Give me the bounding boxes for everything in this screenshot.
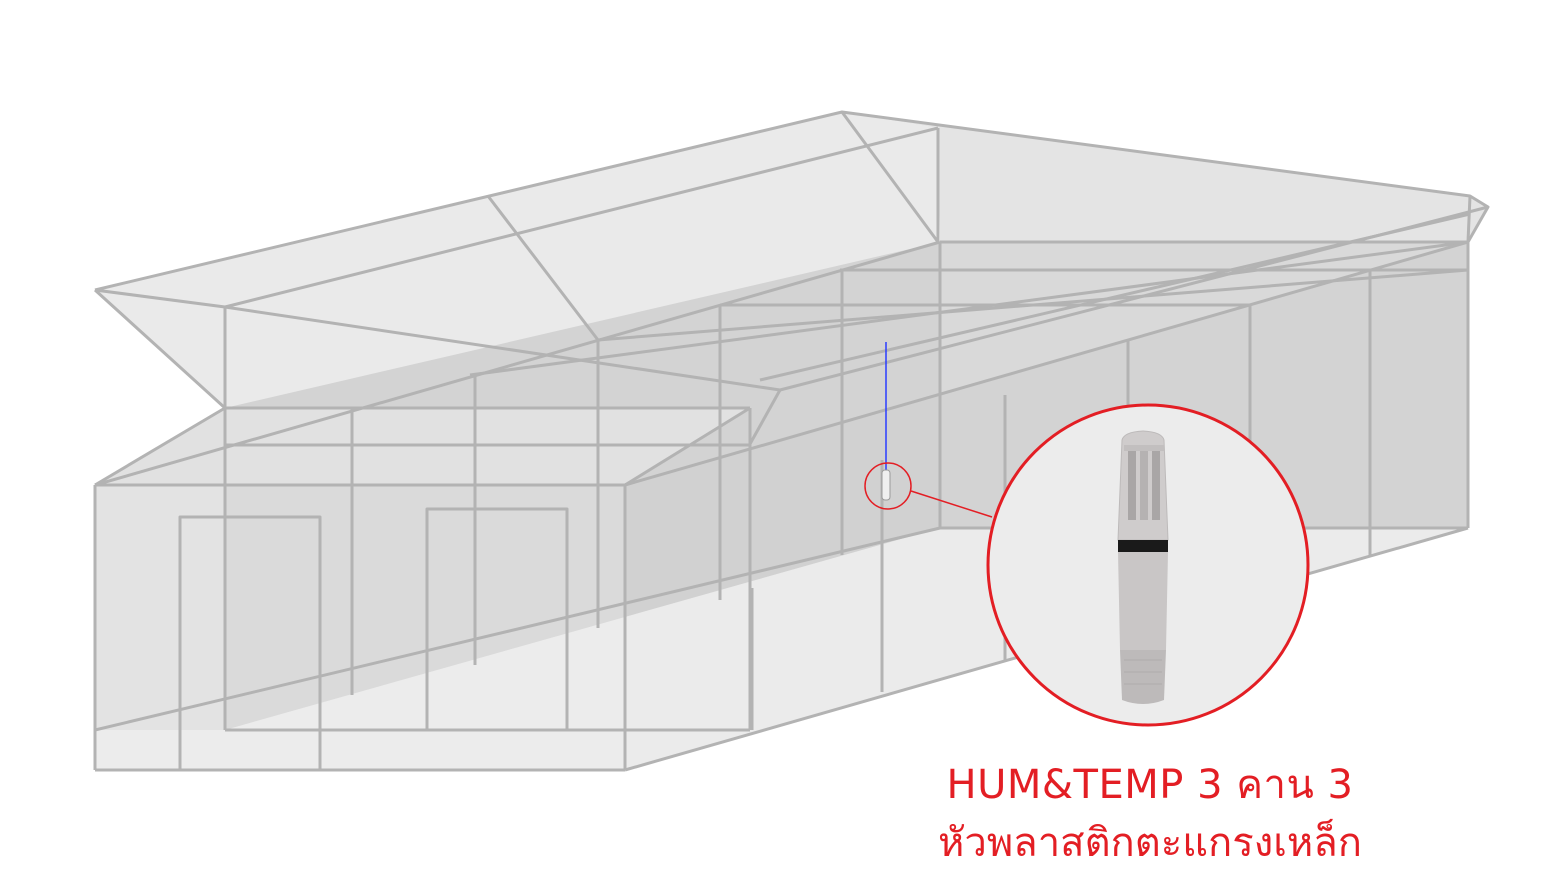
sensor-mount xyxy=(864,342,993,518)
structure-panels xyxy=(95,112,1488,770)
sensor-highlight-ring xyxy=(864,462,912,510)
callout-line xyxy=(910,490,993,518)
door-right xyxy=(425,507,569,730)
roof-panel-right xyxy=(842,112,1488,242)
sensor-label: HUM&TEMP 3 คาน 3 xyxy=(946,762,1354,808)
sensor-description: หัวพลาสติกตะแกรงเหล็ก xyxy=(937,820,1363,866)
door-left xyxy=(178,515,322,770)
sensor-band xyxy=(1118,540,1168,552)
sensor-small xyxy=(881,469,891,501)
sensor-callout xyxy=(986,403,1310,727)
humidity-temperature-probe-icon xyxy=(1117,430,1169,704)
